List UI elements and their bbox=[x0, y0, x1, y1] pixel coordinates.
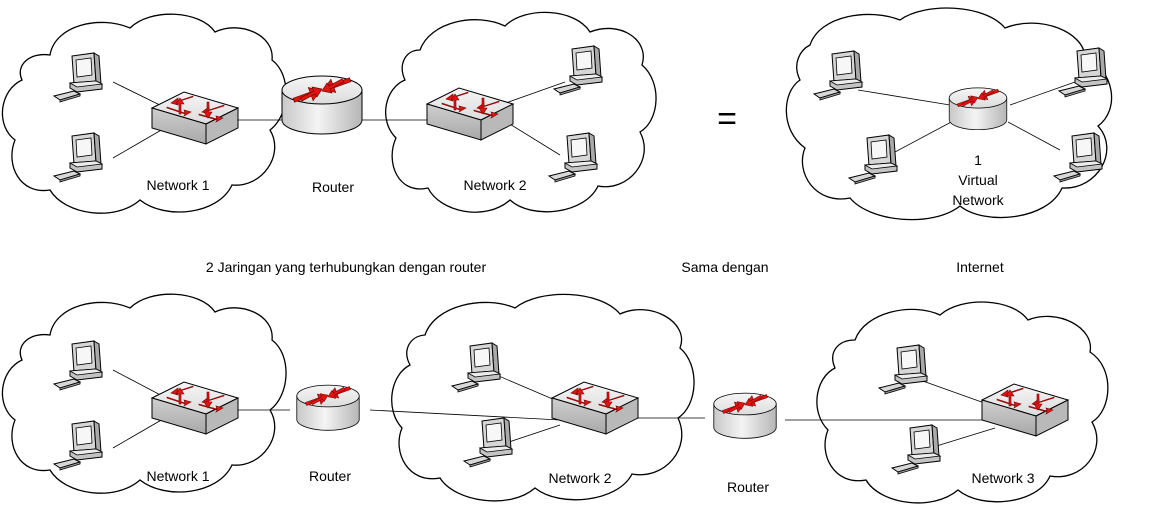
label-bottom-network-2: Network 2 bbox=[548, 470, 611, 486]
label-bottom-router-2: Router bbox=[727, 479, 769, 495]
caption-same-as: Sama dengan bbox=[681, 259, 768, 275]
router-icon bbox=[281, 72, 363, 135]
caption-internet: Internet bbox=[956, 259, 1004, 275]
label-bottom-network-1: Network 1 bbox=[146, 468, 209, 484]
label-top-router: Router bbox=[312, 179, 354, 195]
cloud-icon-top-network-1 bbox=[1, 13, 287, 214]
router-icon bbox=[948, 85, 1008, 131]
label-virtual-line-2: Virtual bbox=[958, 172, 997, 188]
cloud-icon-bottom-network-3 bbox=[816, 301, 1109, 504]
router-icon bbox=[713, 390, 777, 439]
label-virtual-line-3: Network bbox=[952, 192, 1004, 208]
equals-sign: = bbox=[717, 100, 737, 138]
cloud-icon-bottom-network-2 bbox=[391, 293, 695, 502]
cloud-icon-bottom-network-1 bbox=[1, 293, 287, 494]
router-icon bbox=[296, 382, 360, 431]
label-top-network-1: Network 1 bbox=[146, 177, 209, 193]
label-virtual-line-1: 1 bbox=[974, 152, 982, 168]
label-bottom-router-1: Router bbox=[309, 468, 351, 484]
caption-two-networks: 2 Jaringan yang terhubungkan dengan rout… bbox=[206, 259, 487, 275]
label-top-network-2: Network 2 bbox=[463, 177, 526, 193]
label-bottom-network-3: Network 3 bbox=[971, 470, 1034, 486]
